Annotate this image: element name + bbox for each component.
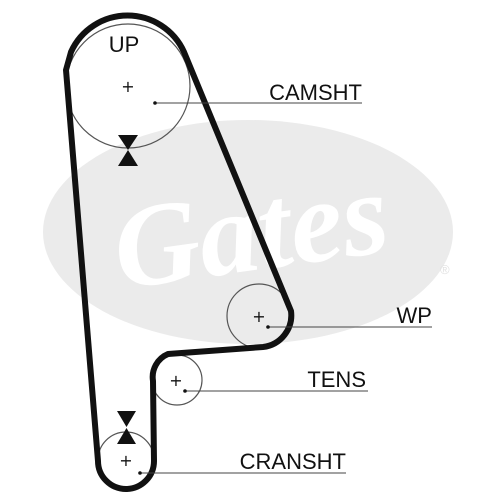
crankshaft-center-mark: + bbox=[119, 451, 132, 470]
label-up: UP bbox=[109, 32, 140, 57]
label-crankshaft: CRANSHT bbox=[240, 449, 346, 474]
water-pump-leader-dot bbox=[266, 325, 270, 329]
watermark-registered-mark: ® bbox=[440, 262, 450, 277]
leader-dots bbox=[138, 101, 270, 475]
camshaft-leader-dot bbox=[153, 101, 157, 105]
label-camshaft: CAMSHT bbox=[269, 80, 362, 105]
watermark-oval bbox=[43, 120, 453, 344]
label-water-pump: WP bbox=[397, 303, 432, 328]
water-pump-center-mark: + bbox=[252, 307, 265, 326]
crankshaft-timing-mark bbox=[117, 411, 136, 444]
tensioner-center-mark: + bbox=[169, 371, 182, 390]
crankshaft-leader-dot bbox=[138, 471, 142, 475]
timing-belt bbox=[63, 12, 295, 492]
watermark: Gates ® bbox=[43, 120, 453, 344]
camshaft-center-mark: + bbox=[121, 77, 134, 96]
label-tensioner: TENS bbox=[307, 367, 366, 392]
tensioner-leader-dot bbox=[183, 389, 187, 393]
leader-lines bbox=[140, 102, 432, 474]
camshaft-timing-mark bbox=[118, 135, 138, 166]
